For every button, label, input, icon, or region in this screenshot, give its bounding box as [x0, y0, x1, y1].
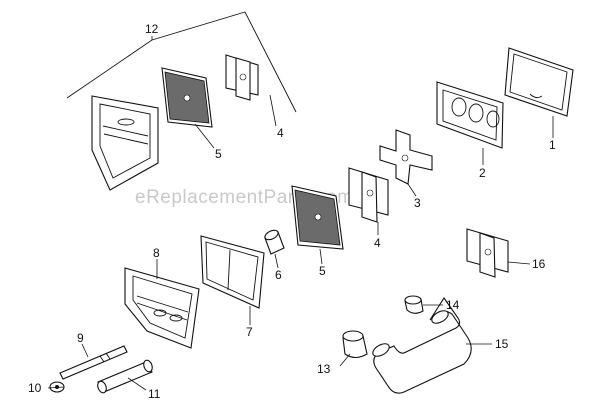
breather-tube	[372, 297, 472, 394]
retainer	[379, 129, 433, 185]
bracket-upper	[225, 54, 259, 101]
foam-element-upper	[161, 67, 213, 128]
kit-bracket-12	[66, 11, 297, 113]
callout-13: 13	[317, 362, 331, 376]
foam-element-middle	[291, 185, 344, 250]
long-stud	[97, 359, 153, 394]
callout-4-upper: 4	[277, 126, 284, 140]
air-cleaner-base-upper	[91, 95, 159, 191]
callout-5-upper: 5	[215, 147, 222, 161]
callout-16: 16	[532, 257, 546, 271]
cover-plate	[436, 81, 504, 149]
sleeve	[264, 229, 285, 255]
callout-2: 2	[479, 166, 486, 180]
callout-6: 6	[275, 268, 282, 282]
callout-15: 15	[495, 337, 509, 351]
bracket-middle	[348, 167, 389, 223]
callout-4-middle: 4	[374, 236, 381, 250]
callout-1: 1	[549, 138, 556, 152]
nut	[49, 381, 65, 393]
clamp	[342, 330, 368, 359]
callout-9: 9	[77, 331, 84, 345]
air-cleaner-base	[124, 267, 200, 349]
callout-11: 11	[148, 387, 161, 401]
callout-7: 7	[246, 325, 253, 339]
callout-10: 10	[28, 381, 42, 395]
leader-lines	[47, 94, 554, 391]
callouts: 12 4 5 1 2 3 4 5 6 7 8 16 14 15 13 9 10 …	[28, 22, 556, 401]
cap	[404, 295, 424, 314]
callout-12: 12	[145, 22, 159, 36]
stud	[59, 345, 128, 380]
bracket-lower	[466, 228, 509, 278]
callout-8: 8	[153, 246, 160, 260]
gasket	[504, 47, 574, 117]
callout-5-middle: 5	[319, 264, 326, 278]
callout-14: 14	[446, 298, 460, 312]
base-gasket	[200, 235, 265, 309]
callout-3: 3	[414, 196, 421, 210]
